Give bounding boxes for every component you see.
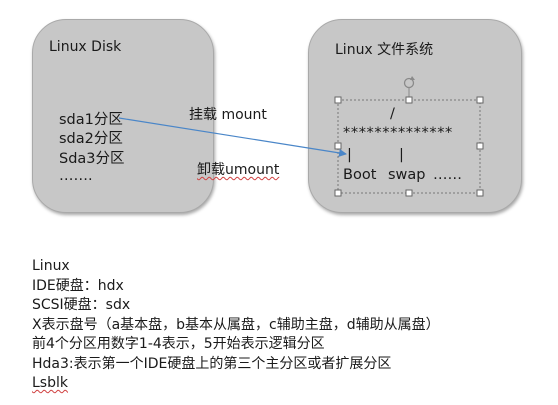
disk-item-sda3: Sda3分区: [59, 151, 125, 167]
dir-swap: swap: [388, 167, 426, 183]
dir-more: ……: [433, 167, 462, 183]
notes-block: Linux IDE硬盘：hdx SCSI硬盘：sdx X表示盘号（a基本盘，b基…: [32, 257, 440, 394]
umount-label: 卸载umount: [197, 162, 280, 178]
note-linux: Linux: [32, 258, 70, 274]
note-disk-letter: X表示盘号（a基本盘，b基本从属盘，c辅助主盘，d辅助从属盘）: [32, 316, 440, 333]
linux-disk-box: [32, 19, 214, 213]
tree-branch-left: |: [347, 147, 352, 163]
mount-label: 挂载 mount: [189, 107, 267, 123]
dir-boot: Boot: [343, 167, 377, 183]
tree-branch-right: |: [399, 147, 404, 163]
linux-filesystem-box: [308, 19, 522, 213]
rotate-handle-icon[interactable]: [403, 76, 416, 89]
root-dir: /: [390, 106, 395, 122]
disk-item-sda1: sda1分区: [59, 112, 123, 128]
mount-arrow: [118, 117, 347, 157]
note-partitions: 前4个分区用数字1-4表示，5开始表示逻辑分区: [32, 336, 325, 352]
resize-handles[interactable]: [334, 96, 484, 197]
disk-item-more: …….: [59, 168, 93, 184]
note-scsi: SCSI硬盘：sdx: [32, 297, 131, 313]
disk-item-sda2: sda2分区: [59, 131, 123, 147]
note-hda3: Hda3:表示第一个IDE硬盘上的第三个主分区或者扩展分区: [32, 355, 392, 372]
note-lsblk: Lsblk: [32, 375, 68, 391]
tree-separator: **************: [343, 125, 453, 141]
note-ide: IDE硬盘：hdx: [32, 277, 124, 294]
filesystem-title: Linux 文件系统: [335, 42, 434, 58]
disk-title: Linux Disk: [49, 39, 122, 55]
